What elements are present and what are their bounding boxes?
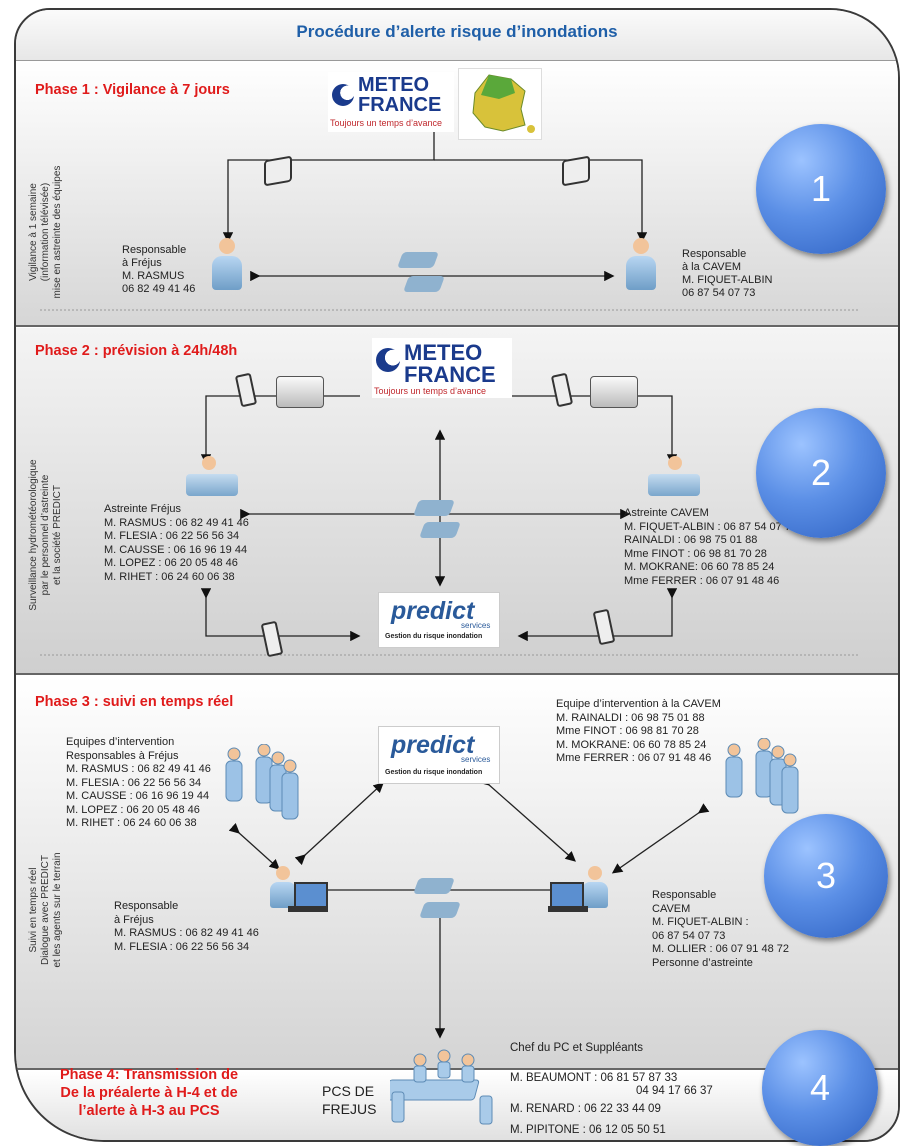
phase2-number-bubble: 2 (756, 408, 886, 538)
predict-name: predict (391, 597, 475, 625)
predict-logo-1: predict services Gestion du risque inond… (378, 592, 500, 648)
meteo-line1: METEO (358, 74, 430, 96)
phase2-left-block: Astreinte Fréjus M. RASMUS : 06 82 49 41… (104, 503, 249, 583)
phase1-number-bubble: 1 (756, 124, 886, 254)
meteo-tagline: Toujours un temps d’avance (330, 118, 443, 128)
france-vigilance-map-icon (458, 68, 542, 140)
chef-pc-label: Chef du PC et Suppléants (510, 1042, 643, 1054)
phase3-left-team: Equipes d’intervention Responsables à Fr… (66, 736, 211, 829)
phase1-right-block: Responsable à la CAVEM M. FIQUET-ALBIN 0… (682, 248, 773, 299)
meteo-line2: FRANCE (404, 362, 496, 387)
telephone-icon-p1 (396, 248, 450, 300)
workstation-icon-frejus (182, 456, 242, 502)
meteo-swirl-icon (376, 348, 400, 372)
phase1-band (16, 61, 898, 327)
meteo-swirl-icon (332, 84, 354, 106)
phase3-heading: Phase 3 : suivi en temps réel (35, 694, 234, 710)
predict-logo-2: predict services Gestion du risque inond… (378, 726, 500, 784)
meeting-table-icon (384, 1040, 500, 1128)
telephone-icon-p3 (412, 874, 466, 924)
phase2-right-block: Astreinte CAVEM M. FIQUET-ALBIN : 06 87 … (624, 507, 797, 587)
tv-icon-right (562, 155, 590, 187)
fax-icon-right (590, 376, 638, 408)
meteo-tagline: Toujours un temps d’avance (374, 386, 487, 396)
person-icon-cavem-p1 (626, 238, 656, 290)
phase2-side-label: Surveillance hydrométéorologique par le … (28, 459, 63, 611)
chef-line-pipitone: M. PIPITONE : 06 12 05 50 51 (510, 1124, 666, 1136)
meteo-line2: FRANCE (358, 94, 442, 116)
predict-tagline: Gestion du risque inondation (385, 633, 483, 640)
telephone-icon-p2 (412, 496, 466, 546)
meteo-line1: METEO (404, 340, 483, 365)
workstation-icon-cavem (644, 456, 704, 502)
tv-icon-left (264, 155, 292, 187)
person-icon-frejus-p1 (212, 238, 242, 290)
person-laptop-icon-frejus (270, 866, 332, 920)
predict-name: predict (391, 731, 475, 759)
team-group-icon-frejus (222, 743, 302, 824)
chef-line-beaumont-2: 04 94 17 66 37 (636, 1085, 713, 1097)
chef-line-beaumont: M. BEAUMONT : 06 81 57 87 33 (510, 1072, 678, 1084)
team-group-icon-cavem (722, 737, 802, 818)
phase1-left-block: Responsable à Fréjus M. RASMUS 06 82 49 … (122, 244, 196, 295)
phase4-number-bubble: 4 (762, 1030, 878, 1146)
phase1-heading: Phase 1 : Vigilance à 7 jours (35, 82, 230, 98)
meteo-france-logo-2: METEO FRANCE Toujours un temps d’avance (372, 338, 512, 398)
predict-sub: services (461, 621, 491, 630)
phase3-number-bubble: 3 (764, 814, 888, 938)
fax-icon-left (276, 376, 324, 408)
phase3-right-team: Equipe d’intervention à la CAVEM M. RAIN… (556, 698, 721, 764)
phase2-heading: Phase 2 : prévision à 24h/48h (35, 343, 238, 359)
phase4-heading: Phase 4: Transmission de De la préalerte… (59, 1067, 239, 1119)
person-laptop-icon-cavem (548, 866, 610, 920)
meteo-france-logo-1: METEO FRANCE Toujours un temps d’avance (328, 72, 454, 132)
phase3-side-label: Suivi en temps réel Dialogue avec PREDIC… (28, 852, 63, 968)
predict-sub: services (461, 755, 491, 764)
phase1-side-label: Vigilance à 1 semaine (information télév… (28, 165, 63, 299)
chef-line-renard: M. RENARD : 06 22 33 44 09 (510, 1103, 661, 1115)
predict-tagline: Gestion du risque inondation (385, 769, 483, 776)
phase3-right-resp: Responsable CAVEM M. FIQUET-ALBIN : 06 8… (652, 889, 789, 969)
title-band: Procédure d’alerte risque d’inondations (16, 10, 898, 61)
phase3-left-resp: Responsable à Fréjus M. RASMUS : 06 82 4… (114, 900, 259, 953)
page-title: Procédure d’alerte risque d’inondations (296, 22, 618, 41)
pcs-label: PCS DE FREJUS (322, 1083, 377, 1117)
